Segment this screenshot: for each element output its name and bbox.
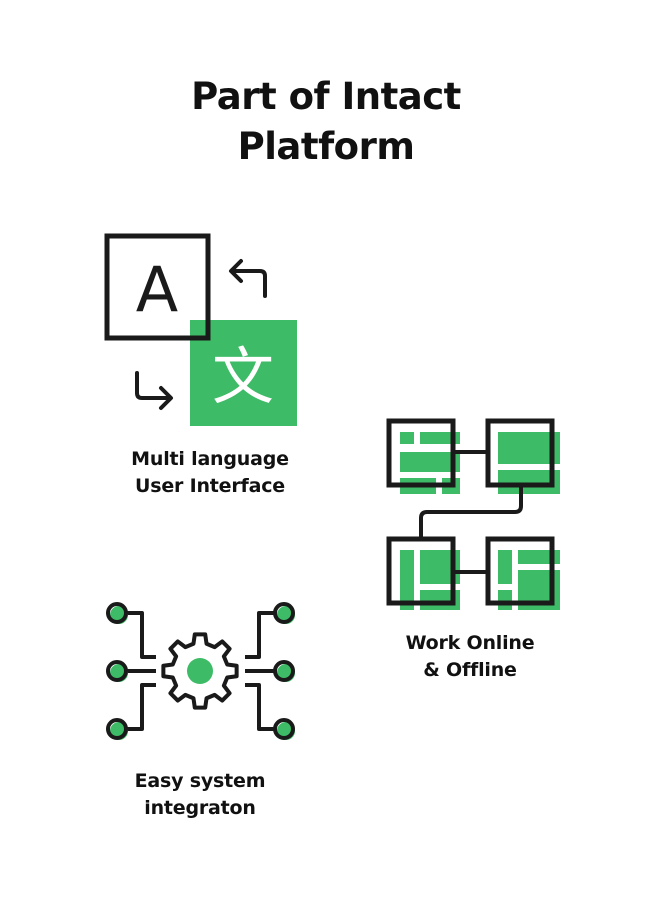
gear xyxy=(161,632,239,710)
feature-label-line-2: & Offline xyxy=(423,659,517,681)
feature-label-line-2: integraton xyxy=(144,797,256,819)
latin-glyph: A xyxy=(136,253,178,326)
endpoint-dot xyxy=(273,718,295,740)
network-nodes xyxy=(386,418,555,606)
endpoint-dot xyxy=(106,660,128,682)
endpoint-dot xyxy=(273,602,295,624)
page-title-line-2: Platform xyxy=(237,125,415,168)
network-icon xyxy=(386,418,560,610)
arrow-back-icon xyxy=(229,259,267,298)
page-title-line-1: Part of Intact xyxy=(191,75,461,118)
endpoint-dots xyxy=(106,602,295,740)
cjk-glyph: 文 xyxy=(212,340,274,413)
network-connectors xyxy=(419,450,523,574)
feature-label-line-1: Multi language xyxy=(131,448,289,470)
connector-lines xyxy=(124,611,277,731)
node-box xyxy=(485,536,555,606)
node-box xyxy=(386,418,456,488)
endpoint-dot xyxy=(106,602,128,624)
feature-label-line-2: User Interface xyxy=(135,475,285,497)
translate-icon: A 文 xyxy=(104,233,297,426)
integration-gear-icon xyxy=(106,602,295,740)
gear-center xyxy=(187,658,213,684)
feature-label-multi-language: Multi language User Interface xyxy=(80,446,340,500)
endpoint-dot xyxy=(273,660,295,682)
source-box xyxy=(104,233,211,341)
node-box xyxy=(386,536,456,606)
feature-label-line-1: Work Online xyxy=(405,632,535,654)
endpoint-dot xyxy=(106,718,128,740)
green-blocks xyxy=(400,432,560,610)
feature-label-line-1: Easy system xyxy=(134,770,266,792)
arrow-forward-icon xyxy=(135,371,173,410)
page-title: Part of Intact Platform xyxy=(0,72,652,172)
feature-label-work-online-offline: Work Online & Offline xyxy=(355,630,585,684)
node-box xyxy=(485,418,555,488)
feature-label-easy-integration: Easy system integraton xyxy=(75,768,325,822)
